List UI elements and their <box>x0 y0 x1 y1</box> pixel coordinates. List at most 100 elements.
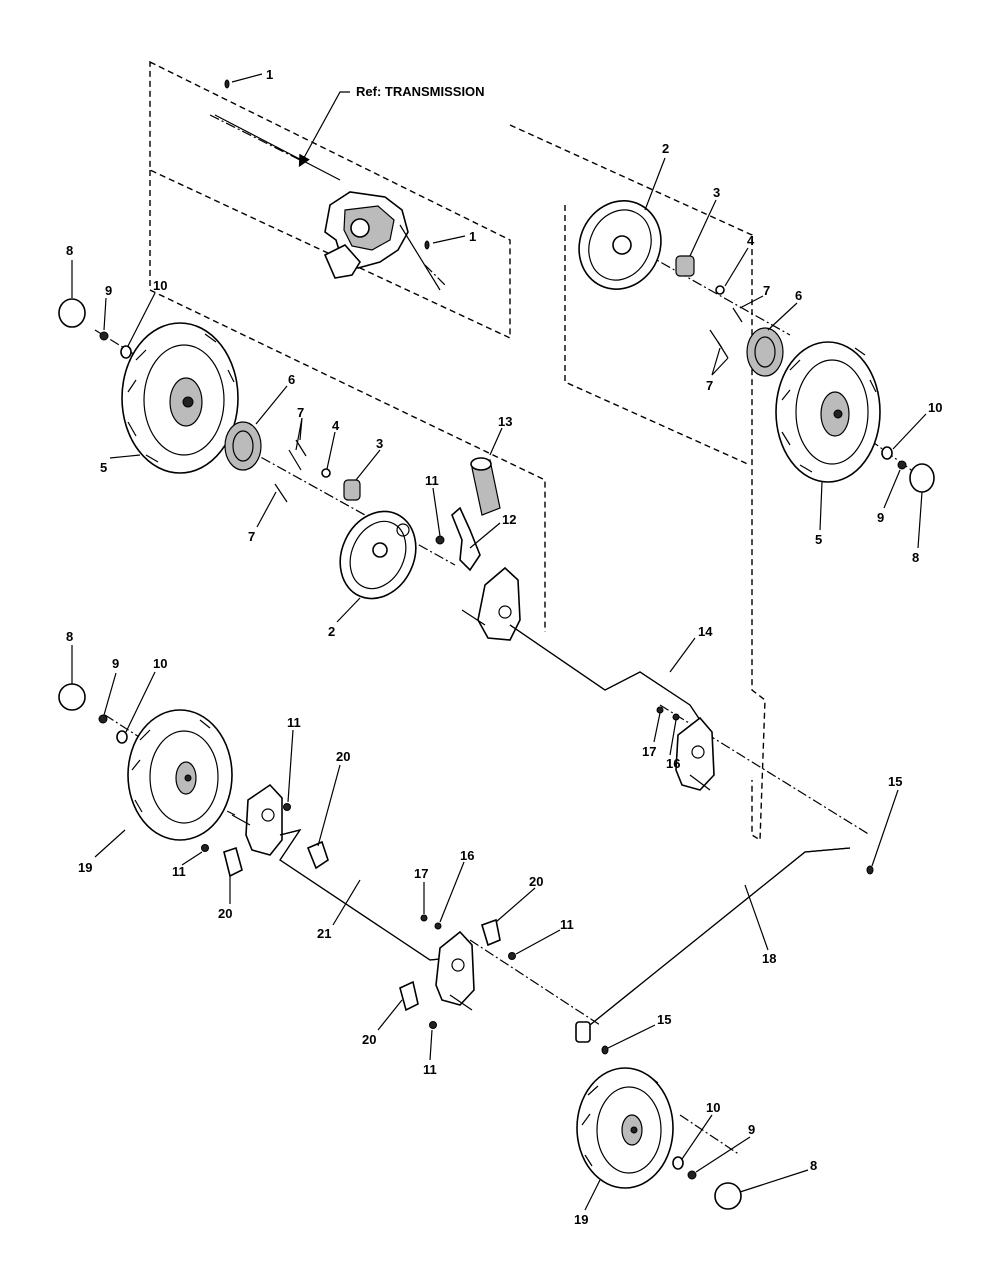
bolt-11-upper <box>435 535 445 545</box>
callout-9: 9 <box>877 510 884 525</box>
callout-14: 14 <box>698 624 713 639</box>
callout-7: 7 <box>297 405 304 420</box>
callout-6: 6 <box>288 372 295 387</box>
screw-15-lower <box>601 1045 609 1055</box>
callout-labels: 1 1 2 3 4 7 6 7 10 9 8 5 8 9 10 5 6 7 4 … <box>66 67 942 1227</box>
callout-15: 15 <box>657 1012 671 1027</box>
callout-10: 10 <box>706 1100 720 1115</box>
callout-16: 16 <box>460 848 474 863</box>
washer-10-left <box>120 345 132 359</box>
callout-10: 10 <box>153 278 167 293</box>
callout-21: 21 <box>317 926 331 941</box>
callout-20: 20 <box>362 1032 376 1047</box>
clip-20-left <box>223 846 243 878</box>
transmission-boundary <box>149 60 511 340</box>
callout-8: 8 <box>66 629 73 644</box>
hubcap-8-lower-left <box>58 683 86 711</box>
callout-7: 7 <box>706 378 713 393</box>
callout-13: 13 <box>498 414 512 429</box>
callout-11: 11 <box>425 473 439 488</box>
bolt-11-a <box>283 803 291 811</box>
right-drive-wheel <box>775 341 881 483</box>
callout-9: 9 <box>105 283 112 298</box>
transmission-assembly <box>214 114 441 291</box>
callout-10: 10 <box>928 400 942 415</box>
callout-12: 12 <box>502 512 516 527</box>
bolt-17-upper <box>656 706 664 714</box>
callout-20: 20 <box>529 874 543 889</box>
callout-19: 19 <box>78 860 92 875</box>
callout-8: 8 <box>66 243 73 258</box>
callout-17: 17 <box>642 744 656 759</box>
nut-9-lower-right <box>687 1170 697 1180</box>
bolt-11-b <box>201 844 209 852</box>
callout-5: 5 <box>100 460 107 475</box>
washer-10-lower-right <box>672 1156 684 1170</box>
callout-6: 6 <box>795 288 802 303</box>
clip-20-upper <box>306 840 329 870</box>
front-wheel-right <box>576 1067 674 1189</box>
callout-2: 2 <box>662 141 669 156</box>
callout-1: 1 <box>266 67 273 82</box>
callout-9: 9 <box>748 1122 755 1137</box>
right-drive-assembly <box>578 200 784 377</box>
callout-19: 19 <box>574 1212 588 1227</box>
callout-20: 20 <box>336 749 350 764</box>
callout-8: 8 <box>912 550 919 565</box>
link-rod-18 <box>575 847 851 1043</box>
nut-16-upper <box>672 713 680 721</box>
callout-2: 2 <box>328 624 335 639</box>
nut-9-lower-left <box>98 714 108 724</box>
left-drive-plate <box>339 510 417 600</box>
callout-7: 7 <box>248 529 255 544</box>
front-axle-21 <box>231 783 475 1011</box>
callout-11: 11 <box>172 864 186 879</box>
screw-15-upper <box>866 865 874 875</box>
washer-10-right <box>881 446 893 460</box>
callout-11: 11 <box>560 917 574 932</box>
callout-4: 4 <box>747 233 755 248</box>
bolt-17-lower <box>420 914 428 922</box>
callout-1: 1 <box>469 229 476 244</box>
right-axle-boundary <box>509 124 766 842</box>
bolt-11-c <box>508 952 516 960</box>
callout-18: 18 <box>762 951 776 966</box>
part-13-cylinder <box>470 457 501 516</box>
front-wheel-left <box>127 709 233 841</box>
hubcap-8-left <box>58 298 86 328</box>
hubcap-8-right <box>909 463 935 493</box>
reference-label: Ref: TRANSMISSION <box>356 84 485 99</box>
hubcap-8-lower-right <box>714 1182 742 1210</box>
nut-16-lower <box>434 922 442 930</box>
callout-20: 20 <box>218 906 232 921</box>
callout-8: 8 <box>810 1158 817 1173</box>
callout-3: 3 <box>376 436 383 451</box>
nut-9-left <box>99 331 109 341</box>
callout-11: 11 <box>287 715 301 730</box>
bolt-11-d <box>429 1021 437 1029</box>
callout-16: 16 <box>666 756 680 771</box>
callout-9: 9 <box>112 656 119 671</box>
nut-9-right <box>897 460 907 470</box>
clip-20-right <box>481 918 501 947</box>
callout-11: 11 <box>423 1062 437 1077</box>
clip-20-lower <box>399 980 419 1012</box>
right-inner-boundary <box>564 205 751 466</box>
callout-10: 10 <box>153 656 167 671</box>
callout-17: 17 <box>414 866 428 881</box>
left-axle-boundary <box>149 170 546 632</box>
callout-7: 7 <box>763 283 770 298</box>
leader-lines <box>71 73 927 1211</box>
callout-4: 4 <box>332 418 340 433</box>
left-drive-wheel <box>121 322 239 474</box>
pin-1-right <box>424 240 430 250</box>
callout-5: 5 <box>815 532 822 547</box>
callout-3: 3 <box>713 185 720 200</box>
gear-6-left <box>224 421 262 471</box>
callout-15: 15 <box>888 774 902 789</box>
pin-1-top <box>224 79 230 89</box>
washer-10-lower-left <box>116 730 128 744</box>
bracket-12 <box>451 506 481 572</box>
rear-axle-14 <box>461 566 715 791</box>
